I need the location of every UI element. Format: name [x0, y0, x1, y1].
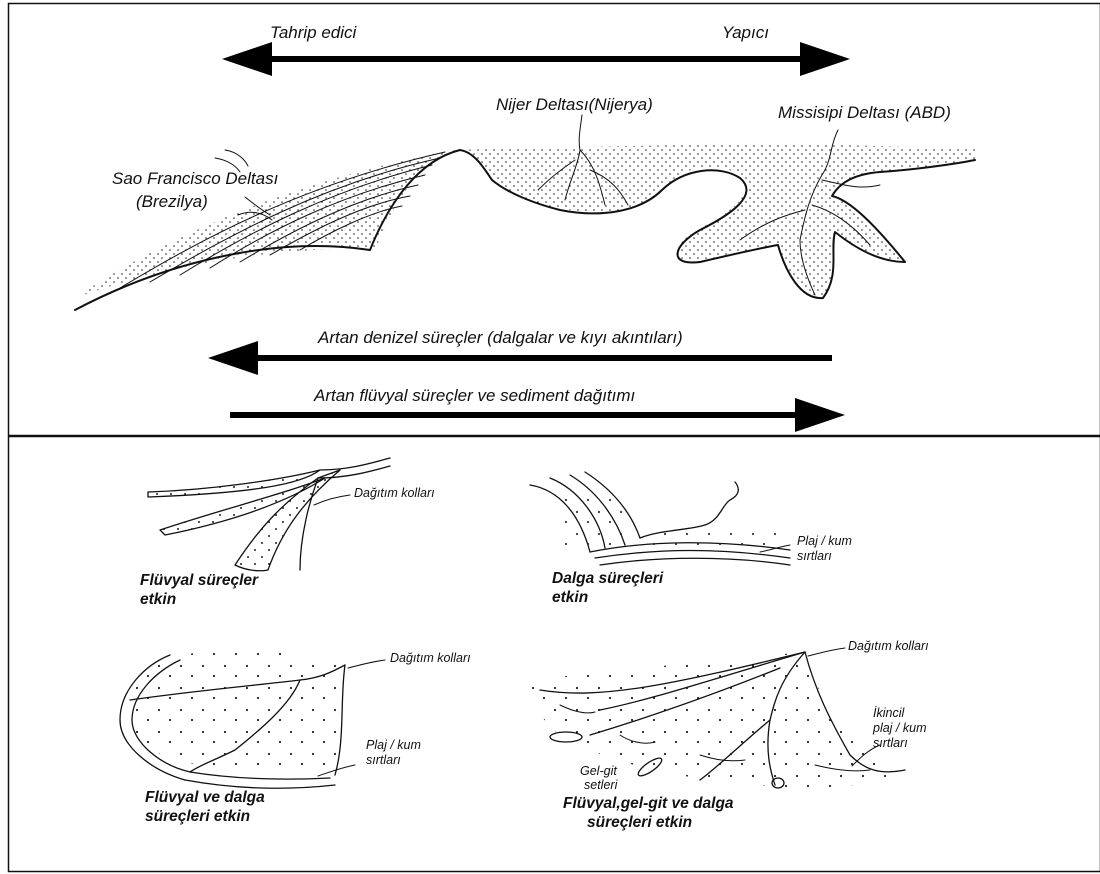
panel-wave-dominated: Plaj / kum sırtları Dalga süreçleri etki… — [530, 472, 852, 606]
label-p2-ridges-line2: sırtları — [797, 549, 832, 563]
label-destructive: Tahrip edici — [270, 23, 358, 42]
label-constructive: Yapıcı — [722, 23, 769, 42]
label-p3-ridges-line2: sırtları — [366, 753, 401, 767]
label-p2-ridges-line1: Plaj / kum — [797, 534, 852, 548]
caption-p3-line2: süreçleri etkin — [145, 808, 250, 825]
caption-p1-line1: Flüvyal süreçler — [140, 572, 259, 589]
label-p4-distributaries: Dağıtım kolları — [848, 639, 929, 653]
top-panel: Tahrip edici Yapıcı Sao Francisco Deltas… — [75, 23, 975, 432]
delta-sediment-body — [75, 145, 975, 298]
caption-p1-line2: etkin — [140, 591, 176, 608]
label-p3-distributaries: Dağıtım kolları — [390, 651, 471, 665]
label-marine-processes: Artan denizel süreçler (dalgalar ve kıyı… — [317, 328, 683, 347]
caption-p4-line2: süreçleri etkin — [587, 814, 692, 831]
label-niger-delta: Nijer Deltası(Nijerya) — [496, 95, 653, 114]
label-p4-secondary-line2: plaj / kum — [872, 721, 927, 735]
caption-p2-line1: Dalga süreçleri — [552, 570, 664, 587]
panel-fluvial-dominated: Dağıtım kolları Flüvyal süreçler etkin — [140, 458, 435, 608]
destructive-constructive-arrow — [222, 42, 850, 76]
panel-fluvial-wave: Dağıtım kolları Plaj / kum sırtları Flüv… — [120, 650, 471, 825]
caption-p3-line1: Flüvyal ve dalga — [145, 789, 265, 806]
label-p3-ridges-line1: Plaj / kum — [366, 738, 421, 752]
label-p1-distributaries: Dağıtım kolları — [354, 486, 435, 500]
label-p4-tidal-line2: setleri — [584, 778, 619, 792]
caption-p2-line2: etkin — [552, 589, 588, 606]
label-p4-tidal-line1: Gel-git — [580, 764, 617, 778]
label-fluvial-processes: Artan flüvyal süreçler ve sediment dağıt… — [313, 386, 635, 405]
label-sao-francisco-line2: (Brezilya) — [136, 192, 208, 211]
label-sao-francisco-line1: Sao Francisco Deltası — [112, 169, 278, 188]
label-p4-secondary-line1: İkincil — [873, 706, 905, 720]
label-p4-secondary-line3: sırtları — [873, 736, 908, 750]
label-mississippi-delta: Missisipi Deltası (ABD) — [778, 103, 951, 122]
caption-p4-line1: Flüvyal,gel-git ve dalga — [563, 795, 734, 812]
bottom-panel: Dağıtım kolları Flüvyal süreçler etkin P… — [120, 458, 929, 831]
panel-fluvial-tidal-wave: Dağıtım kolları İkincil plaj / kum sırtl… — [530, 639, 929, 831]
